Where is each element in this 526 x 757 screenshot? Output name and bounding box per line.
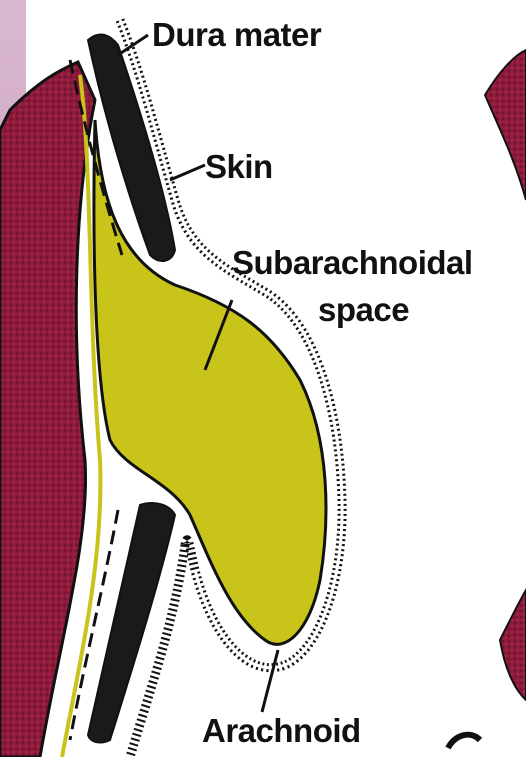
right-panel-fragment-mark: [448, 735, 480, 748]
label-skin: Skin: [205, 150, 273, 183]
label-subarachnoidal-line1: Subarachnoidal: [232, 246, 473, 279]
right-panel-fragment-bottom: [500, 590, 526, 700]
right-panel-fragment-top: [485, 50, 526, 200]
label-arachnoid: Arachnoid: [202, 714, 361, 747]
label-subarachnoidal-line2: space: [318, 293, 409, 326]
leader-arachnoid: [262, 650, 278, 712]
dura-mater-lower: [88, 503, 175, 742]
leader-skin: [170, 165, 205, 180]
label-dura-mater: Dura mater: [152, 18, 321, 51]
